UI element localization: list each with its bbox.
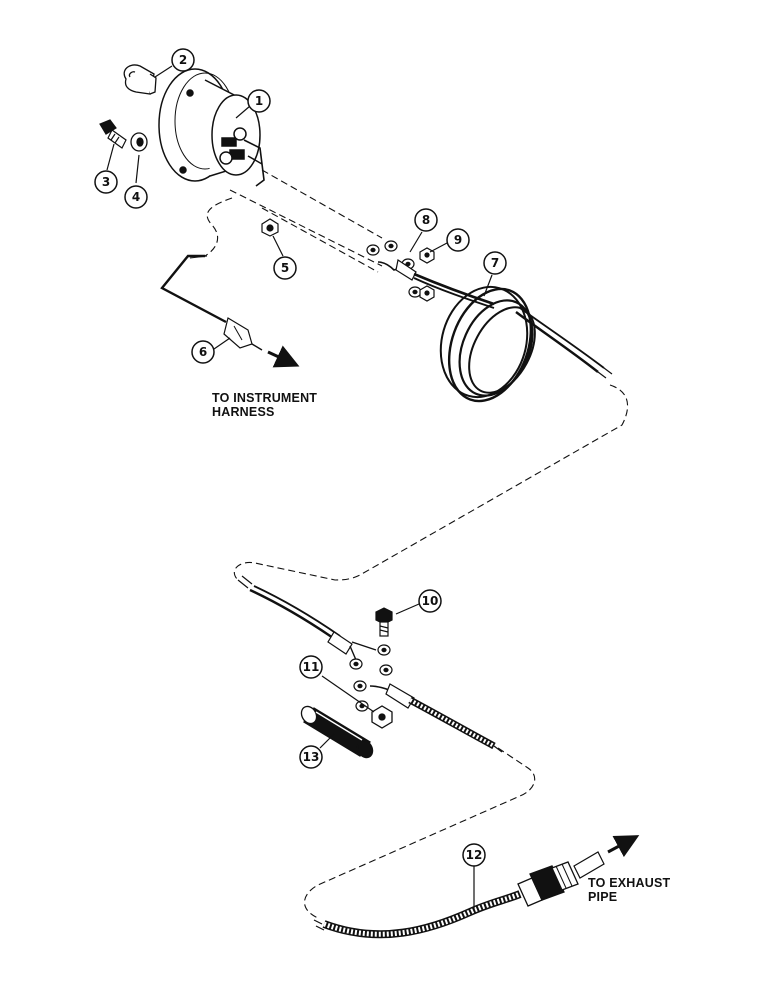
ring-terminal-hardware [366, 240, 435, 302]
screw-10-part [375, 607, 393, 637]
instrument-harness-label: TO INSTRUMENT HARNESS [212, 391, 317, 419]
routing-dashed-lines [204, 169, 629, 919]
callout-5: 5 [273, 256, 297, 280]
callout-13: 13 [299, 745, 323, 769]
callout-leader-9 [429, 242, 448, 253]
callout-leader-2 [154, 65, 173, 78]
sleeve-part [300, 705, 374, 759]
callout-8: 8 [414, 208, 438, 232]
callout-leader-11 [321, 675, 375, 713]
exhaust-pipe-label-line2: PIPE [588, 890, 618, 904]
lower-ring-hardware [349, 644, 393, 712]
callout-1-label: 1 [255, 94, 263, 108]
sender-lead-part [160, 254, 263, 351]
callout-5-label: 5 [281, 261, 289, 275]
callout-12: 12 [462, 843, 486, 867]
callout-leader-1 [235, 105, 251, 119]
braided-lead-part [369, 683, 503, 753]
callout-12-label: 12 [466, 848, 483, 862]
nut-11-part [371, 705, 393, 729]
harness-arrow [267, 345, 300, 368]
callout-9-label: 9 [454, 233, 462, 247]
callout-6: 6 [191, 340, 215, 364]
callout-2: 2 [171, 48, 195, 72]
lower-harness-part [237, 575, 377, 661]
callout-10: 10 [418, 589, 442, 613]
callout-leader-10 [395, 603, 420, 615]
coiled-wire-part [377, 259, 613, 403]
screw-part [99, 119, 127, 149]
instrument-harness-label-line1: TO INSTRUMENT [212, 391, 318, 405]
callout-9: 9 [446, 228, 470, 252]
callout-11: 11 [299, 655, 323, 679]
callout-4-label: 4 [132, 190, 140, 204]
callout-leader-13 [319, 733, 335, 749]
callout-leader-7 [483, 274, 493, 297]
callout-leader-3 [106, 143, 115, 171]
exhaust-sensor-part [313, 851, 605, 939]
callout-2-label: 2 [179, 53, 187, 67]
callout-7: 7 [483, 251, 507, 275]
callout-11-label: 11 [303, 660, 320, 674]
callout-leader-8 [409, 231, 423, 253]
callout-4: 4 [124, 185, 148, 209]
exhaust-pipe-label-line1: TO EXHAUST [588, 876, 671, 890]
exhaust-pipe-label: TO EXHAUST PIPE [588, 876, 670, 904]
bulb-part [123, 64, 157, 95]
callout-10-label: 10 [422, 594, 439, 608]
callout-leader-6 [213, 337, 231, 350]
washer-part [130, 132, 148, 152]
callout-leader-5 [272, 235, 284, 257]
nut-5-part [261, 218, 279, 237]
gauge-part [158, 68, 265, 187]
callout-6-label: 6 [199, 345, 207, 359]
callout-8-label: 8 [422, 213, 430, 227]
exhaust-arrow [607, 835, 640, 858]
callout-13-label: 13 [303, 750, 320, 764]
callout-1: 1 [247, 89, 271, 113]
callout-leader-4 [135, 154, 140, 184]
callout-7-label: 7 [491, 256, 499, 270]
callout-3: 3 [94, 170, 118, 194]
callout-3-label: 3 [102, 175, 110, 189]
instrument-harness-label-line2: HARNESS [212, 405, 275, 419]
